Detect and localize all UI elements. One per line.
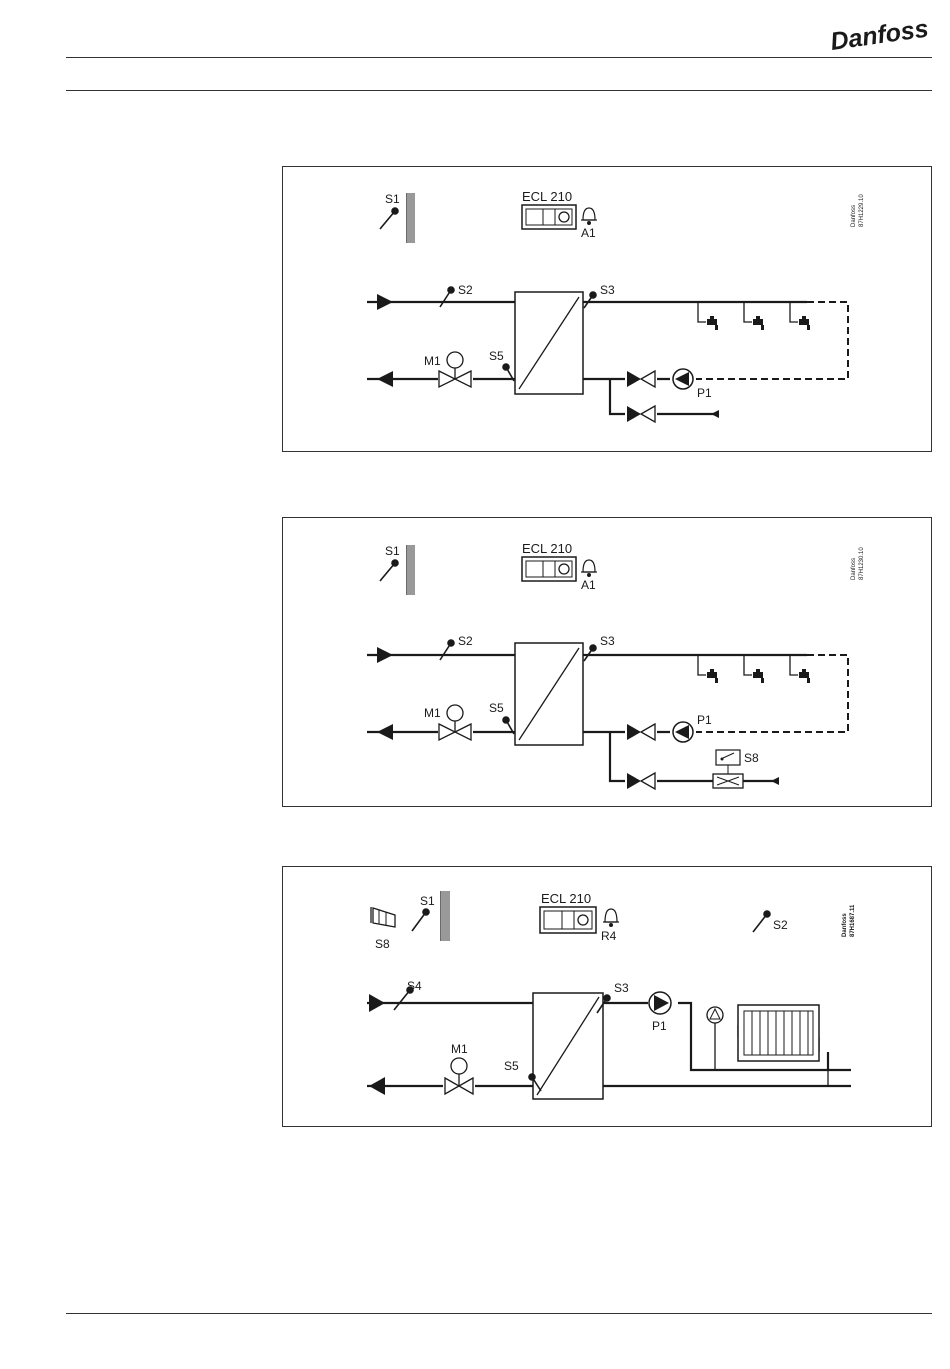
d1-sensor-s2-tip	[448, 287, 454, 293]
diagram-2: S1 ECL 210 A1 S2 S3 S5 M1 P1 S8 Danfoss …	[283, 518, 933, 808]
d2-sensor-s5-tip	[503, 717, 509, 723]
d3-wall-hatch	[441, 891, 450, 941]
header-rule-top	[66, 57, 932, 58]
d3-label-controller: ECL 210	[541, 891, 591, 906]
d2-flow-switch-icon	[713, 750, 743, 788]
d1-label-s1: S1	[385, 192, 400, 206]
d2-sensor-s1-tip	[392, 560, 398, 566]
d3-radiator-icon	[738, 1005, 819, 1061]
d2-label-a1: A1	[581, 578, 596, 592]
d1-pump-icon	[673, 369, 693, 389]
danfoss-logo: Danfoss	[826, 14, 936, 52]
d1-label-s2: S2	[458, 283, 473, 297]
diagram-3: S8 S1 ECL 210 R4 S2 S4 S3 S5 M1 P1 Danfo…	[283, 867, 933, 1128]
d3-label-r4: R4	[601, 929, 617, 943]
d1-alarm-bell-icon	[581, 208, 597, 225]
d3-supply-arrow-icon	[369, 994, 385, 1012]
footer-rule	[66, 1313, 932, 1314]
d2-label-m1: M1	[424, 706, 441, 720]
d3-label-s3: S3	[614, 981, 629, 995]
d2-return-arrow-icon	[377, 724, 393, 740]
d1-check-valve-icon	[627, 371, 655, 422]
d1-drawing-code-brand: Danfoss	[851, 205, 857, 227]
d3-label-s1: S1	[420, 894, 435, 908]
diagram-1: S1 ECL 210 A1 S2 S3 S5 M1 P1 Danfoss 87H…	[283, 167, 933, 453]
d1-circulation-pipe	[696, 302, 848, 379]
d3-drawing-code: 87H1687.11	[850, 904, 856, 937]
d2-alarm-bell-icon	[581, 560, 597, 577]
d2-label-controller: ECL 210	[522, 541, 572, 556]
d3-sensor-s4-icon	[394, 990, 410, 1010]
d1-label-s5: S5	[489, 349, 504, 363]
diagram-2-frame: S1 ECL 210 A1 S2 S3 S5 M1 P1 S8 Danfoss …	[282, 517, 932, 807]
d1-tap-icons	[707, 316, 810, 330]
d1-label-s3: S3	[600, 283, 615, 297]
d2-drawing-code: 87H1230.10	[859, 547, 865, 580]
d2-controller-icon	[522, 557, 576, 581]
d2-label-p1: P1	[697, 713, 712, 727]
d1-return-arrow-icon	[377, 371, 393, 387]
d3-drawing-code-brand: Danfoss	[842, 913, 848, 937]
d2-label-s8: S8	[744, 751, 759, 765]
d2-supply-arrow-icon	[377, 647, 393, 663]
d3-label-s5: S5	[504, 1059, 519, 1073]
d1-inlet-arrow-icon	[711, 410, 719, 418]
d3-controller-icon	[540, 907, 596, 933]
d3-label-s8: S8	[375, 937, 390, 951]
d3-label-s2: S2	[773, 918, 788, 932]
d2-label-s1: S1	[385, 544, 400, 558]
d2-drawing-code-brand: Danfoss	[851, 558, 857, 580]
d3-wind-sensor-icon	[371, 907, 395, 927]
d1-sensor-s5-tip	[503, 364, 509, 370]
d2-valve-m1-icon	[439, 705, 471, 740]
d1-label-a1: A1	[581, 226, 596, 240]
d2-circulation-pipe	[696, 655, 848, 732]
d2-check-valve-icon	[627, 724, 655, 789]
header-rule-bottom	[66, 90, 932, 91]
d3-label-m1: M1	[451, 1042, 468, 1056]
d2-pump-icon	[673, 722, 693, 742]
d3-return-arrow-icon	[369, 1077, 385, 1095]
d3-label-s4: S4	[407, 979, 422, 993]
d2-sensor-s3-tip	[590, 645, 596, 651]
d1-drawing-code: 87H1229.10	[859, 194, 865, 227]
d3-sensor-s5-tip	[529, 1074, 535, 1080]
d3-sensor-s3-tip	[604, 995, 610, 1001]
d1-controller-icon	[522, 205, 576, 229]
d3-alarm-bell-icon	[603, 909, 619, 927]
d3-valve-m1-icon	[445, 1058, 473, 1094]
d2-label-s3: S3	[600, 634, 615, 648]
d2-inlet-arrow-icon	[771, 777, 779, 785]
d3-sensor-s2-tip	[764, 911, 770, 917]
d3-label-p1: P1	[652, 1019, 667, 1033]
diagram-3-frame: S8 S1 ECL 210 R4 S2 S4 S3 S5 M1 P1 Danfo…	[282, 866, 932, 1127]
d3-sensor-s1-tip	[423, 909, 429, 915]
d1-sensor-s3-tip	[590, 292, 596, 298]
d3-safety-valve-icon	[707, 1007, 723, 1023]
diagram-1-frame: S1 ECL 210 A1 S2 S3 S5 M1 P1 Danfoss 87H…	[282, 166, 932, 452]
d2-label-s5: S5	[489, 701, 504, 715]
d1-label-p1: P1	[697, 386, 712, 400]
d2-sensor-s2-tip	[448, 640, 454, 646]
d2-label-s2: S2	[458, 634, 473, 648]
d1-valve-m1-icon	[439, 352, 471, 387]
d1-supply-arrow-icon	[377, 294, 393, 310]
d2-wall-hatch	[407, 545, 415, 595]
danfoss-logo-wordmark: Danfoss	[829, 14, 931, 52]
d1-label-controller: ECL 210	[522, 189, 572, 204]
d1-wall-hatch	[407, 193, 415, 243]
d1-label-m1: M1	[424, 354, 441, 368]
d1-sensor-s1-tip	[392, 208, 398, 214]
d3-pump-icon	[649, 992, 671, 1014]
d2-tap-icons	[707, 669, 810, 683]
